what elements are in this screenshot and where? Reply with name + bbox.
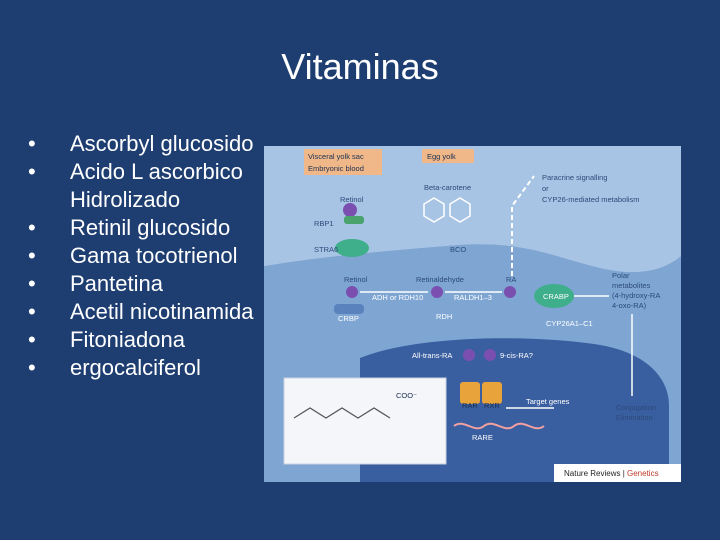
figure-credit: Nature Reviews | Genetics [564, 469, 659, 478]
bullet-text: Gama tocotrienol [70, 243, 238, 268]
label-polar-2: metabolites [612, 281, 651, 290]
retinol-mid-icon [346, 286, 358, 298]
rxr-receptor-icon [482, 382, 502, 404]
label-paracrine-1: Paracrine signalling [542, 173, 607, 182]
bullet-text: ergocalciferol [70, 355, 201, 380]
label-retinol-top: Retinol [340, 195, 364, 204]
nine-cis-ra-icon [484, 349, 496, 361]
label-bco: BCO [450, 245, 466, 254]
bullet-text: Acetil nicotinamida [70, 299, 254, 324]
rbp1-protein-icon [344, 216, 364, 224]
label-retinol-mid: Retinol [344, 275, 368, 284]
slide-title: Vitaminas [281, 46, 439, 87]
label-polar-4: 4-oxo-RA) [612, 301, 647, 310]
bullet-item: Ascorbyl glucosido [28, 130, 328, 158]
label-beta-carotene: Beta-carotene [424, 183, 471, 192]
crbp-protein-icon [334, 304, 364, 314]
source-box-visceral [304, 149, 382, 175]
bullet-text: Retinil glucosido [70, 215, 231, 240]
label-rare: RARE [472, 433, 493, 442]
molecule-structure-box [283, 377, 447, 465]
pathway-diagram: Visceral yolk sac Embryonic blood Egg yo… [264, 146, 681, 482]
label-all-trans-ra: All-trans-RA [412, 351, 452, 360]
crabp-protein-icon [534, 284, 574, 308]
label-adh: ADH or RDH10 [372, 293, 423, 302]
beta-carotene-ring-right [449, 197, 471, 223]
bullet-text: Acido L ascorbico [70, 159, 243, 184]
bullet-text: Ascorbyl glucosido [70, 131, 254, 156]
bullet-item: ergocalciferol [28, 354, 328, 382]
label-embryonic: Embryonic blood [308, 164, 364, 173]
label-raldh: RALDH1–3 [454, 293, 492, 302]
label-polar-1: Polar [612, 271, 630, 280]
label-paracrine-3: CYP26-mediated metabolism [542, 195, 640, 204]
label-rbp1: RBP1 [314, 219, 334, 228]
label-coo: COO⁻ [396, 391, 417, 400]
label-cyp26: CYP26A1–C1 [546, 319, 593, 328]
label-elimination: Elimination [616, 413, 653, 422]
label-paracrine-2: or [542, 184, 549, 193]
label-rxr: RXR [484, 401, 500, 410]
dna-strand-icon [453, 422, 545, 430]
retinoid-chain-drawing [293, 407, 391, 419]
extracellular-region [264, 146, 681, 272]
ra-icon [504, 286, 516, 298]
bullet-text: Pantetina [70, 271, 163, 296]
label-polar-3: (4-hydroxy-RA [612, 291, 660, 300]
bullet-item: Gama tocotrienol [28, 242, 328, 270]
label-retinaldehyde: Retinaldehyde [416, 275, 464, 284]
label-crbp: CRBP [338, 314, 359, 323]
label-ra: RA [506, 275, 516, 284]
bullet-list: Ascorbyl glucosido Acido L ascorbicoHidr… [28, 130, 328, 382]
label-crabp: CRABP [543, 292, 569, 301]
label-target-genes: Target genes [526, 397, 570, 406]
all-trans-ra-icon [463, 349, 475, 361]
label-rdh: RDH [436, 312, 452, 321]
bullet-item: Retinil glucosido [28, 214, 328, 242]
retinoic-acid-pathway-figure: Visceral yolk sac Embryonic blood Egg yo… [264, 146, 681, 482]
bullet-item: Acetil nicotinamida [28, 298, 328, 326]
source-box-egg [422, 149, 474, 163]
label-conjugation: Conjugation [616, 403, 656, 412]
label-visceral: Visceral yolk sac [308, 152, 364, 161]
label-stra6: STRA6 [314, 245, 338, 254]
stra6-receptor-icon [335, 239, 369, 257]
bullet-item: Fitoniadona [28, 326, 328, 354]
bullet-text-continued: Hidrolizado [70, 187, 181, 212]
retinol-molecule-icon [343, 203, 357, 217]
rar-receptor-icon [460, 382, 480, 404]
bullet-item: Pantetina [28, 270, 328, 298]
bullet-text: Fitoniadona [70, 327, 185, 352]
beta-carotene-ring-left [423, 197, 445, 223]
retinaldehyde-icon [431, 286, 443, 298]
label-rar: RAR [462, 401, 478, 410]
credit-box [554, 464, 681, 482]
label-egg-yolk: Egg yolk [427, 152, 456, 161]
label-nine-cis-ra: 9-cis-RA? [500, 351, 533, 360]
